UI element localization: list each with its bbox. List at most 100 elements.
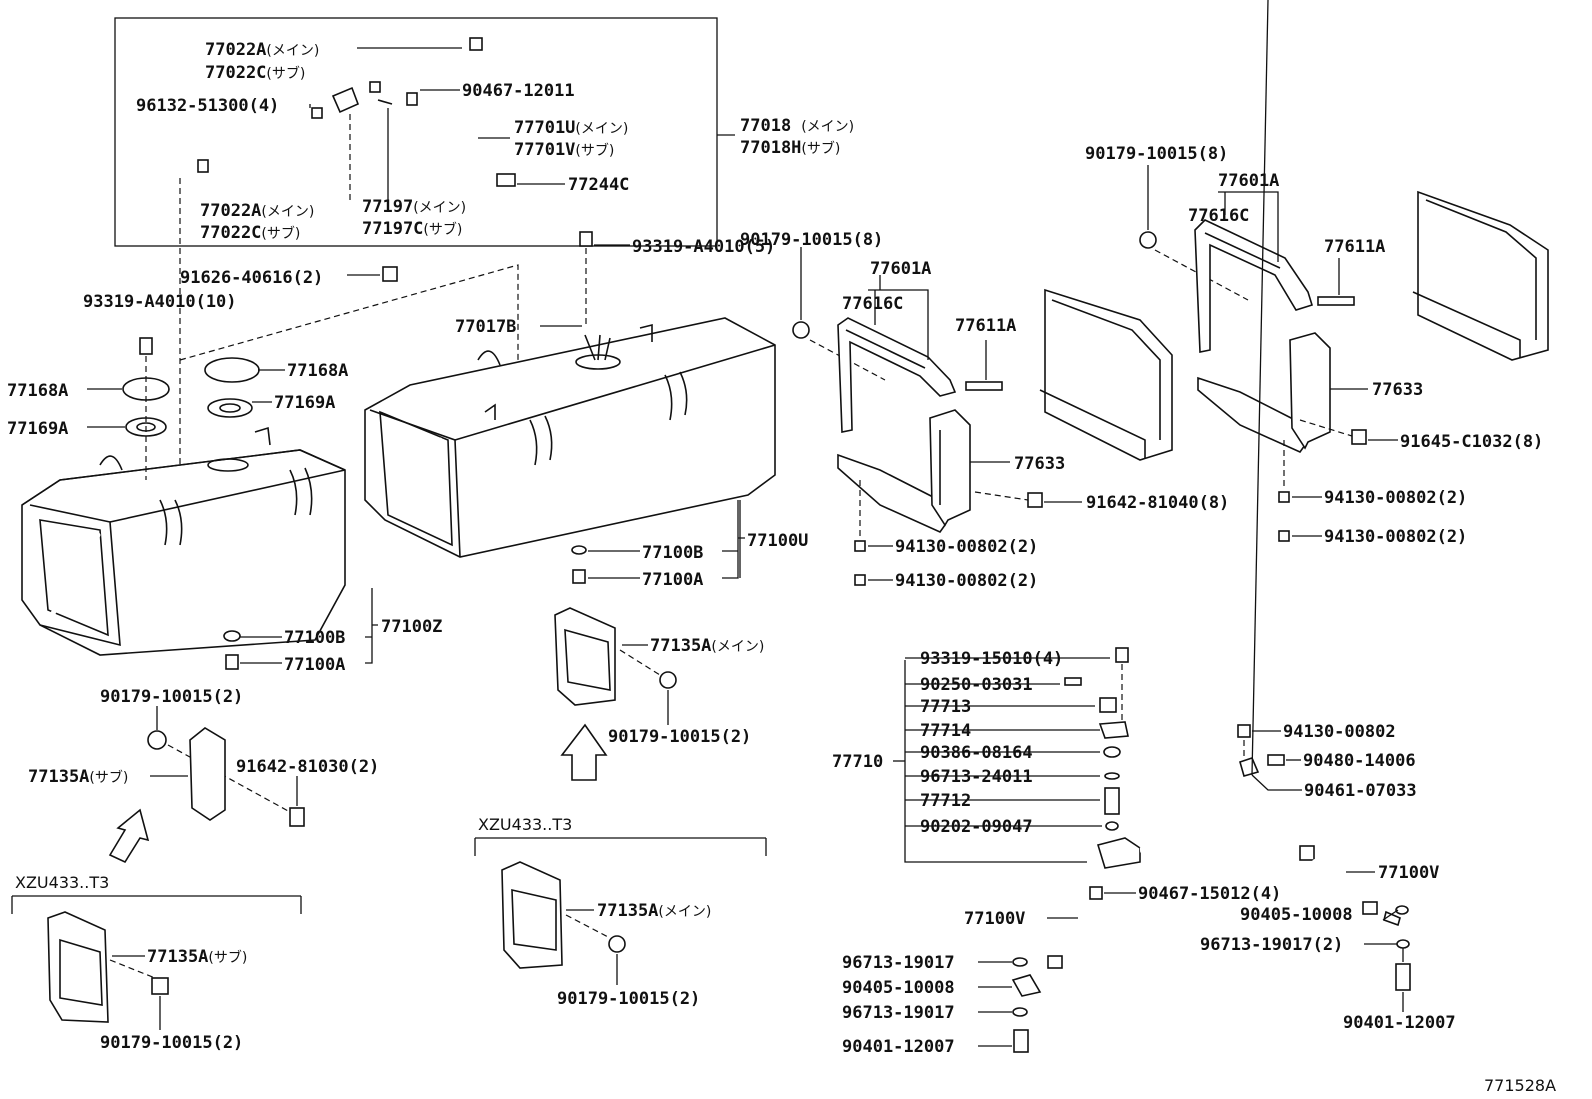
label-90179-10015-8-a: 90179-10015(8) (740, 230, 883, 250)
label-77611a-b: 77611A (1324, 237, 1385, 257)
union-bolt-icon (1383, 910, 1401, 927)
label-90405-10008-left: 90405-10008 (842, 978, 955, 998)
label-77197c: 77197C(サブ) (362, 219, 462, 239)
label-90405-10008-right: 90405-10008 (1240, 905, 1353, 925)
bracket-77135a-main-lower-icon (501, 861, 563, 969)
label-77710: 77710 (832, 752, 883, 772)
label-90467-12011: 90467-12011 (462, 81, 575, 101)
label-77633-a: 77633 (1014, 454, 1065, 474)
label-77022a-lower: 77022A(メイン) (200, 201, 314, 221)
label-77712: 77712 (920, 791, 971, 811)
bracket-77135a-sub-lower-icon (47, 911, 109, 1023)
label-94130-00802-c: 94130-00802(2) (1324, 488, 1467, 508)
gasket-77168a-r-icon (204, 357, 260, 383)
washer-77100b-icon (223, 630, 241, 642)
label-77601a-b: 77601A (1218, 171, 1279, 191)
label-77168a-right: 77168A (287, 361, 348, 381)
bracket-77135a-sub-icon (189, 727, 226, 821)
label-77713: 77713 (920, 697, 971, 717)
pin-icon (1064, 677, 1082, 686)
band-77616c-b (1194, 219, 1313, 353)
label-93319-15010: 93319-15010(4) (920, 649, 1063, 669)
label-77100b-left: 77100B (284, 628, 345, 648)
gasket-icon (1396, 939, 1410, 949)
label-96132-51300: 96132-51300(4) (136, 96, 279, 116)
label-90401-12007-left: 90401-12007 (842, 1037, 955, 1057)
label-77018h: 77018H(サブ) (740, 138, 840, 158)
valve-77197-icon (331, 86, 360, 114)
label-77100v-left: 77100V (964, 909, 1025, 929)
label-90401-12007-right: 90401-12007 (1343, 1013, 1456, 1033)
clip-icon (406, 92, 418, 106)
label-90179-10015-2-d: 90179-10015(2) (557, 989, 700, 1009)
nut-icon (1237, 724, 1251, 738)
bracket-77633-a (837, 409, 971, 533)
o-ring-icon (1104, 772, 1120, 780)
label-77714: 77714 (920, 721, 971, 741)
label-96713-24011: 96713-24011 (920, 767, 1033, 787)
gasket-icon (1012, 957, 1028, 967)
band-77616c-a (837, 317, 957, 433)
label-90461-07033: 90461-07033 (1304, 781, 1417, 801)
label-77135a-main-b: 77135A(メイン) (597, 901, 711, 921)
bolt-77611a-icon (965, 381, 1003, 391)
section-caption-mid: XZU433..T3 (478, 815, 572, 834)
label-96713-19017-b: 96713-19017 (842, 1003, 955, 1023)
label-93319-a4010-10: 93319-A4010(10) (83, 292, 237, 312)
bolt-77611a-icon (1317, 296, 1355, 306)
label-77701v: 77701V(サブ) (514, 140, 614, 160)
label-77022c-lower: 77022C(サブ) (200, 223, 300, 243)
nut-icon (854, 540, 866, 552)
label-91626-40616: 91626-40616(2) (180, 268, 323, 288)
label-77017b: 77017B (455, 317, 516, 337)
nut-icon (854, 574, 866, 586)
label-77611a-a: 77611A (955, 316, 1016, 336)
union-bolt-icon (1011, 974, 1042, 997)
washer-icon (571, 545, 587, 555)
bolt-icon (572, 569, 586, 584)
fuel-tank-77100z (21, 426, 346, 656)
bolt-91642-81040-icon (1027, 492, 1043, 508)
bolt-91642-81030-icon (289, 807, 305, 827)
valve-77712-icon (1104, 787, 1120, 815)
label-77022a-main: 77022A(メイン) (205, 40, 319, 60)
label-96713-19017-2: 96713-19017(2) (1200, 935, 1343, 955)
label-77616c-a: 77616C (842, 294, 903, 314)
bolt-90401-icon (1395, 963, 1411, 991)
clamp-90461-icon (1239, 757, 1260, 777)
fuel-tank-77100u (364, 317, 776, 558)
label-96713-19017-a: 96713-19017 (842, 953, 955, 973)
label-77100a-right: 77100A (642, 570, 703, 590)
label-77100u: 77100U (747, 531, 808, 551)
bracket-77633-b (1197, 332, 1331, 453)
nut-icon (151, 977, 169, 995)
label-77169a-left: 77169A (7, 419, 68, 439)
washer-icon (1103, 746, 1121, 758)
label-94130-00802-e: 94130-00802 (1283, 722, 1396, 742)
arrow-up-icon (560, 723, 608, 781)
label-77197: 77197(メイン) (362, 197, 466, 217)
bolt-90480-icon (1267, 754, 1285, 766)
bolt-93319-icon (139, 337, 153, 355)
label-77022c-sub: 77022C(サブ) (205, 63, 305, 83)
label-77135a-sub-a: 77135A(サブ) (28, 767, 128, 787)
label-77169a-right: 77169A (274, 393, 335, 413)
nut-icon (1099, 697, 1117, 713)
plate-77714-icon (1098, 721, 1129, 739)
cushion-icon (147, 730, 167, 750)
nut-icon (1278, 530, 1290, 542)
bolt-icon (1115, 647, 1129, 663)
label-77100v-right: 77100V (1378, 863, 1439, 883)
label-90179-10015-2-b: 90179-10015(2) (100, 1033, 243, 1053)
label-77168a-left: 77168A (7, 381, 68, 401)
label-94130-00802-a: 94130-00802(2) (895, 537, 1038, 557)
label-93319-a4010-5: 93319-A4010(5) (632, 237, 775, 257)
nut-icon (659, 671, 677, 689)
label-90202-09047: 90202-09047 (920, 817, 1033, 837)
label-91645-c1032: 91645-C1032(8) (1400, 432, 1543, 452)
clip-icon (1362, 901, 1378, 915)
frame-assembly-a (1039, 288, 1173, 461)
hose-kit-inset-frame (114, 17, 718, 247)
label-90179-10015-8-b: 90179-10015(8) (1085, 144, 1228, 164)
ring-77169a-r-icon (207, 398, 253, 418)
